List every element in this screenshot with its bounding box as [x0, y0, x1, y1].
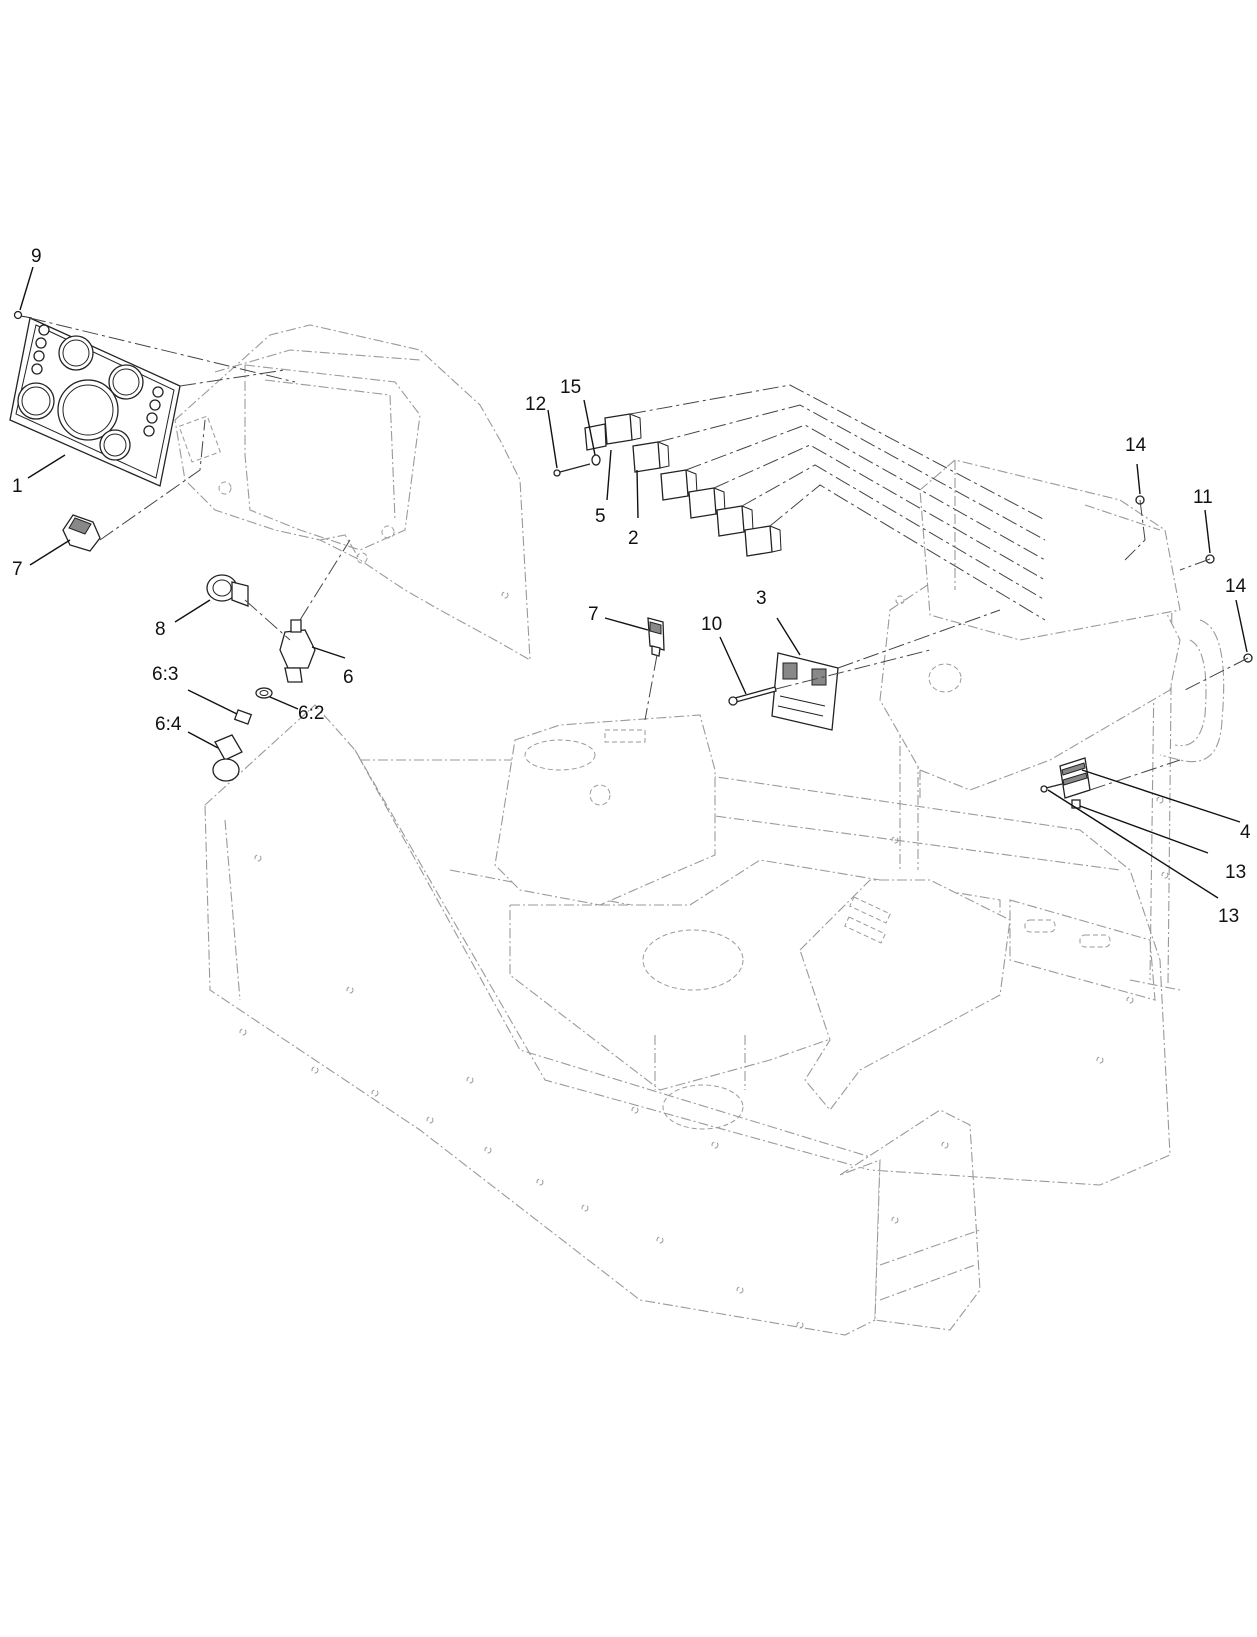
callout-11: 10: [701, 614, 722, 635]
assembly-lines: [29, 317, 1249, 791]
control-module-3: [771, 652, 839, 731]
leader-lines: [19, 266, 1248, 899]
callout-6-2: 6:2: [298, 703, 324, 724]
callout-12: 11: [1193, 487, 1213, 508]
relay: [604, 413, 642, 445]
nut-6-3: [233, 709, 253, 725]
callout-6-3: 6:3: [152, 664, 178, 685]
callout-2: 2: [628, 528, 639, 549]
washer-15: [591, 454, 601, 466]
callout-3: 3: [756, 588, 767, 609]
callout-labels: 9 1 7 8 6 6:3 6:2 6:4 7 10 3 12 15 5 2 1…: [12, 246, 1251, 927]
washer-6-2: [255, 687, 273, 699]
callout-10: 13: [1225, 862, 1246, 883]
switch-7-center: [647, 617, 665, 657]
relay: [716, 505, 754, 537]
relay: [744, 525, 782, 557]
key-switch-8: [206, 574, 249, 607]
frame-holes: [239, 595, 1169, 1329]
chassis-frame: [204, 459, 1225, 1336]
callout-9: 9: [31, 246, 42, 267]
callout-5: 5: [595, 506, 606, 527]
relay-socket-5: [584, 423, 607, 451]
screw-13-top: [553, 463, 591, 477]
terminal-block-4: [1059, 757, 1091, 799]
callout-8: 8: [155, 619, 166, 640]
bulb-6-4: [212, 734, 243, 782]
connector-6: [279, 619, 316, 683]
relay: [632, 441, 670, 473]
relays-2: [584, 413, 782, 557]
callout-14-top: 14: [1125, 435, 1147, 456]
instrument-panel: [9, 317, 181, 487]
switch-7-left: [62, 514, 101, 552]
callout-13-top: 12: [525, 394, 546, 415]
callout-14-right: 14: [1225, 576, 1247, 597]
screw-13-right: [1040, 783, 1063, 793]
callout-6: 6: [343, 667, 354, 688]
callout-13-right: 13: [1218, 906, 1239, 927]
callout-15: 15: [560, 377, 581, 398]
screw-9: [13, 310, 33, 320]
bolt-11: [728, 686, 777, 706]
callout-6-4: 6:4: [155, 714, 182, 735]
dash-housing: [174, 324, 531, 661]
callout-7-left: 7: [12, 559, 23, 580]
callout-4: 4: [1240, 822, 1251, 843]
callout-7-center: 7: [588, 604, 599, 625]
callout-1: 1: [12, 476, 23, 497]
